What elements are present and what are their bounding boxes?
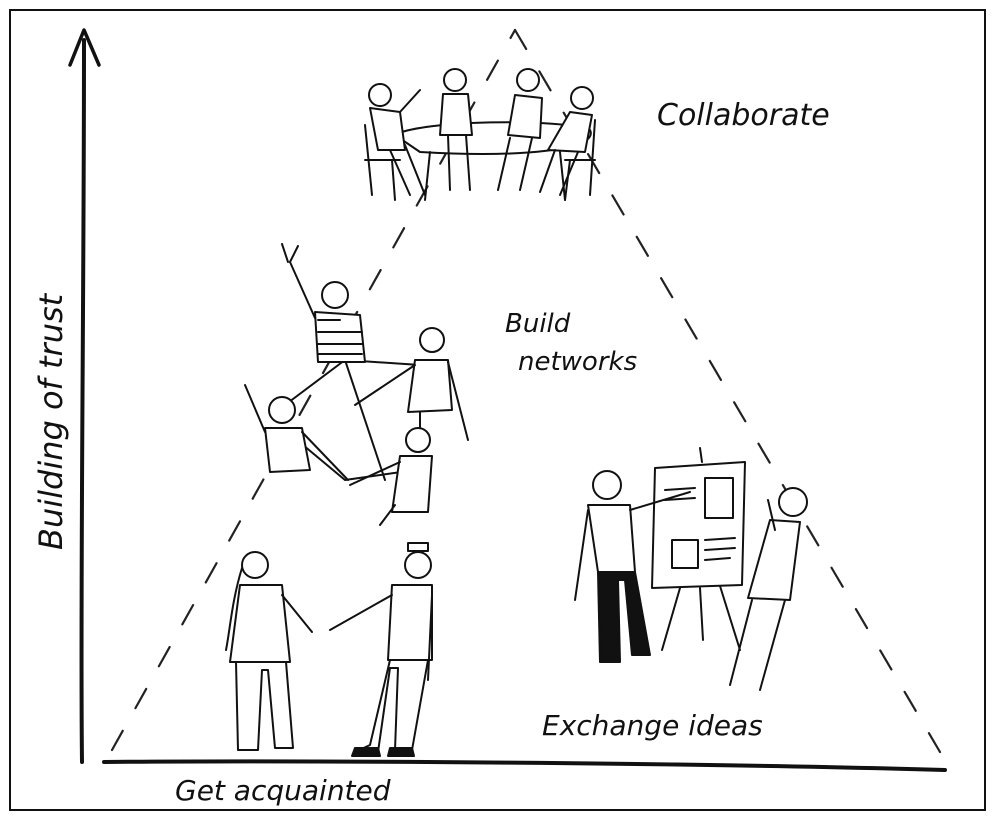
person-legs (235, 594, 313, 751)
person-head (404, 551, 432, 579)
person-head (321, 281, 349, 309)
person-body (747, 519, 801, 601)
person-arms (574, 491, 691, 601)
person-hair (225, 567, 243, 651)
table-legs (424, 151, 566, 201)
get-acquainted-label: Get acquainted (175, 774, 391, 807)
person-legs (354, 659, 429, 753)
person-head (778, 487, 808, 517)
person-limbs (497, 137, 533, 191)
person-body (587, 504, 636, 573)
person-head (405, 427, 431, 453)
network-links (284, 359, 421, 481)
person-limbs (729, 499, 786, 691)
person-head (368, 83, 392, 107)
trust-axis (68, 28, 101, 764)
person-head (516, 68, 540, 92)
person-head (241, 551, 269, 579)
person-arms (354, 361, 469, 441)
person-limbs (389, 89, 426, 196)
exchange-ideas-label: Exchange ideas (542, 709, 763, 742)
collaborate-illustration (364, 68, 596, 201)
y-axis-arrowhead (68, 28, 101, 67)
person-head (570, 86, 594, 110)
person-limbs (447, 134, 471, 191)
person-hat (407, 542, 429, 552)
x-axis-line (102, 759, 947, 772)
build-networks-illustration (244, 243, 469, 526)
chair-right (564, 119, 596, 201)
collaborate-label: Collaborate (657, 98, 830, 133)
person-body (439, 93, 473, 136)
person-shoes (351, 747, 415, 757)
person-head (443, 68, 467, 92)
person-arm-wave (281, 243, 316, 319)
person-arms (244, 384, 349, 481)
person-body (387, 584, 433, 661)
get-acquainted-illustration (225, 542, 433, 757)
person-head (268, 396, 296, 424)
board-text-lines (664, 487, 736, 561)
person-head (592, 470, 622, 500)
build-networks-label-line2: networks (518, 347, 637, 377)
frame-border (9, 9, 986, 811)
chart-panel (671, 539, 699, 569)
person-body (407, 359, 453, 413)
person-body (547, 111, 593, 153)
person-body (229, 584, 291, 663)
chart-panel (704, 477, 734, 519)
person-body (507, 94, 543, 139)
exchange-ideas-illustration (574, 447, 808, 691)
person-head (419, 327, 445, 353)
person-body (264, 427, 311, 473)
build-networks-label-line1: Build (505, 309, 571, 339)
person-body (314, 311, 366, 363)
person-arms (349, 461, 401, 526)
person-body (369, 107, 406, 151)
person-body (391, 455, 433, 513)
easel-stand (661, 447, 741, 651)
person-limbs (539, 149, 579, 196)
shirt-stripes (317, 319, 363, 355)
axis-label: Building of trust (32, 292, 70, 550)
person-trousers (597, 571, 651, 663)
person-arms (329, 594, 433, 681)
y-axis-line (79, 38, 86, 764)
